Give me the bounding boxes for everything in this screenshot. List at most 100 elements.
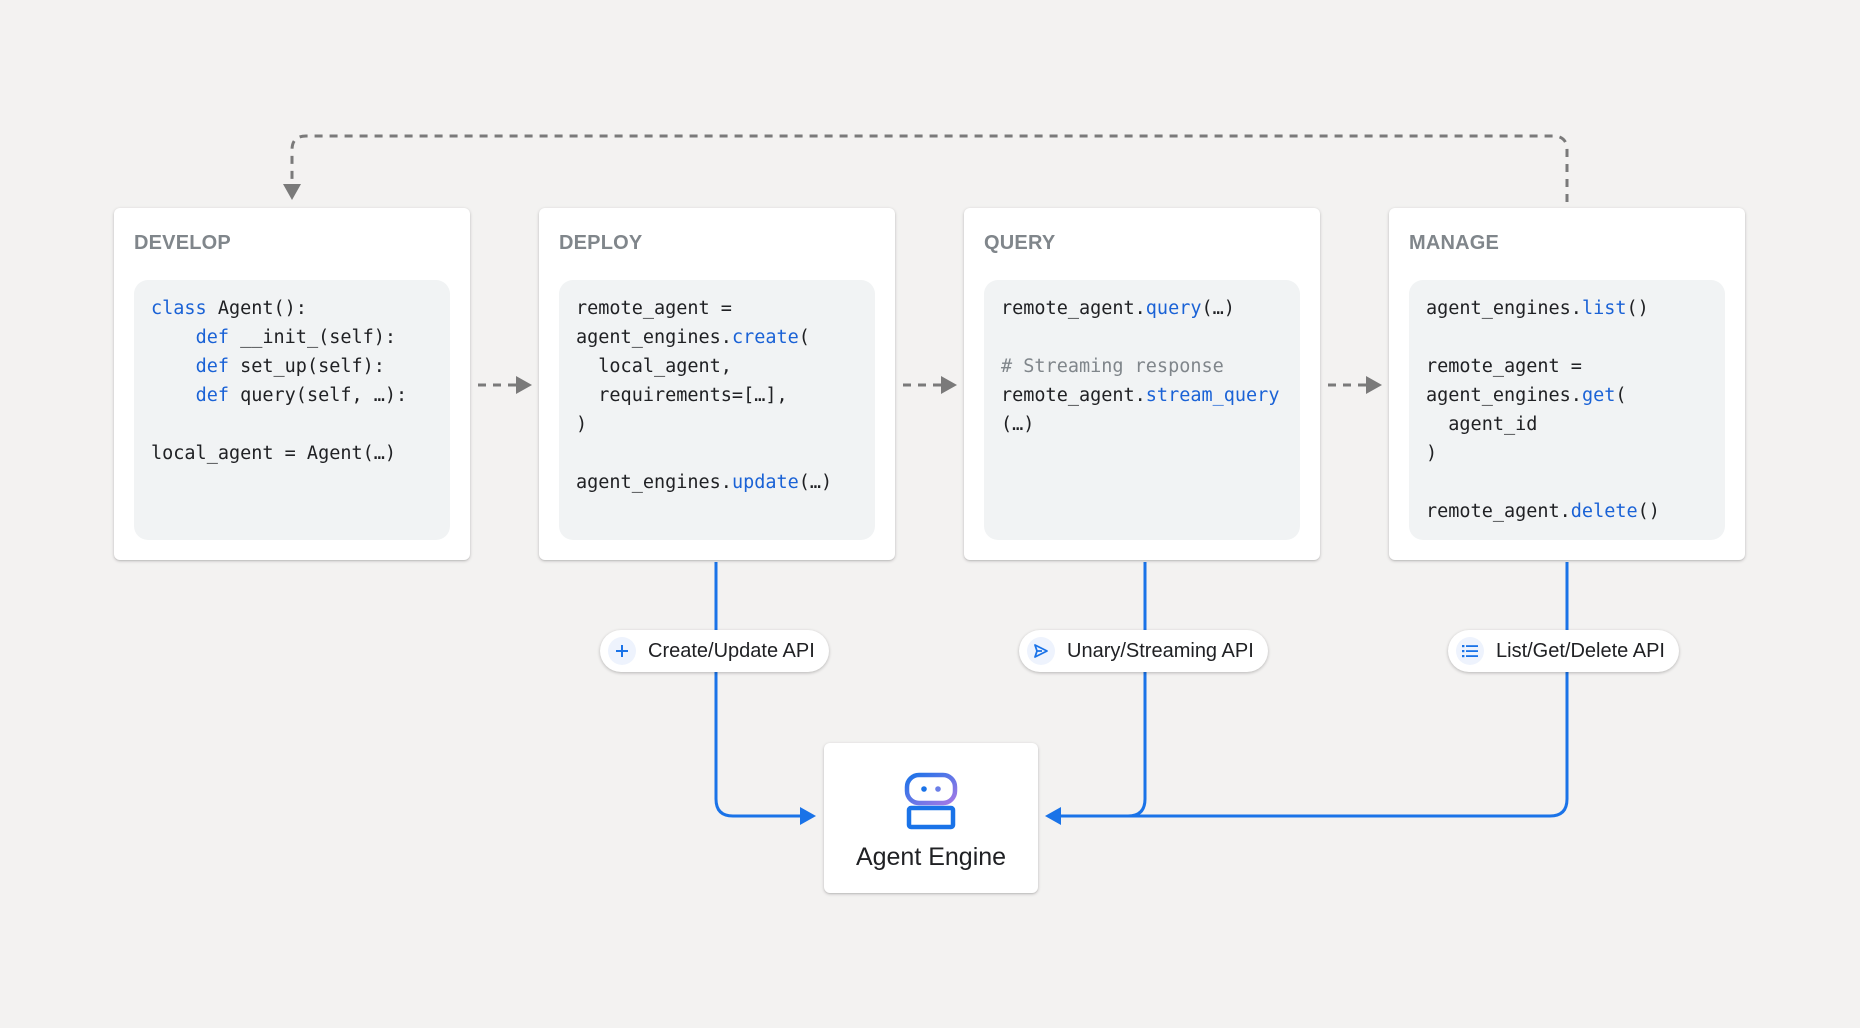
code-line: remote_agent = bbox=[1426, 352, 1725, 381]
code-line bbox=[576, 439, 875, 468]
code-text: (…) bbox=[1001, 414, 1035, 435]
api-pill-list-get-delete: List/Get/Delete API bbox=[1448, 630, 1679, 672]
code-text: local_agent, bbox=[576, 356, 732, 377]
code-line: ) bbox=[1426, 439, 1725, 468]
manage-api-line bbox=[1058, 562, 1569, 818]
code-text: remote_agent. bbox=[1001, 385, 1146, 406]
code-line: ) bbox=[576, 410, 875, 439]
code-text: set_up(self): bbox=[228, 356, 385, 377]
code-text: ( bbox=[1615, 385, 1627, 406]
code-line: agent_engines.get( bbox=[1426, 381, 1725, 410]
code-line: def set_up(self): bbox=[151, 352, 450, 381]
api-pill-create-update: Create/Update API bbox=[600, 630, 829, 672]
stage-title: QUERY bbox=[984, 232, 1056, 254]
code-line bbox=[1001, 323, 1300, 352]
code-line: agent_engines.create( bbox=[576, 323, 875, 352]
code-line: local_agent = Agent(…) bbox=[151, 439, 450, 468]
flow-arrowhead-query-manage bbox=[1366, 376, 1382, 394]
api-pill-label: List/Get/Delete API bbox=[1496, 639, 1665, 662]
code-line: # Streaming response bbox=[1001, 352, 1300, 381]
code-text: agent_id bbox=[1426, 414, 1538, 435]
loop-back-arrowhead bbox=[283, 184, 301, 200]
code-text: (…) bbox=[1201, 298, 1235, 319]
deploy-api-arrowhead bbox=[800, 807, 816, 825]
code-line: def __init_(self): bbox=[151, 323, 450, 352]
code-line: requirements=[…], bbox=[576, 381, 875, 410]
code-line bbox=[1426, 468, 1725, 497]
code-keyword: create bbox=[731, 327, 799, 348]
stage-deploy: DEPLOY remote_agent =agent_engines.creat… bbox=[539, 208, 895, 560]
code-block: remote_agent.query(…) # Streaming respons… bbox=[984, 280, 1300, 540]
code-line: remote_agent.stream_query bbox=[1001, 381, 1300, 410]
stage-title: DEPLOY bbox=[559, 232, 643, 254]
code-keyword: def bbox=[195, 385, 229, 406]
code-text bbox=[151, 385, 196, 406]
deploy-api-line bbox=[714, 562, 802, 818]
flow-arrowhead-deploy-query bbox=[941, 376, 957, 394]
agent-engine-box: Agent Engine bbox=[824, 743, 1038, 893]
code-line: def query(self, …): bbox=[151, 381, 450, 410]
stage-manage: MANAGE agent_engines.list()remote_agent … bbox=[1389, 208, 1745, 560]
code-text bbox=[151, 356, 196, 377]
code-line: class Agent(): bbox=[151, 294, 450, 323]
flow-arrowhead-develop-deploy bbox=[516, 376, 532, 394]
code-text: remote_agent = bbox=[576, 298, 732, 319]
code-line: remote_agent = bbox=[576, 294, 875, 323]
send-icon bbox=[1027, 637, 1055, 665]
code-keyword: def bbox=[195, 356, 229, 377]
code-text: remote_agent. bbox=[1001, 298, 1146, 319]
code-line: remote_agent.query(…) bbox=[1001, 294, 1300, 323]
code-line: (…) bbox=[1001, 410, 1300, 439]
code-text: agent_engines. bbox=[1426, 298, 1582, 319]
code-keyword: list bbox=[1581, 298, 1627, 319]
code-text: remote_agent = bbox=[1426, 356, 1582, 377]
code-keyword: update bbox=[731, 472, 799, 493]
engine-left-arrowhead bbox=[1045, 807, 1061, 825]
code-text: local_agent = Agent(…) bbox=[151, 443, 397, 464]
code-text: ) bbox=[1426, 443, 1438, 464]
code-text: requirements=[…], bbox=[576, 385, 788, 406]
code-keyword: stream_query bbox=[1145, 385, 1280, 406]
query-api-line bbox=[1058, 562, 1147, 818]
code-line: remote_agent.delete() bbox=[1426, 497, 1725, 526]
stage-title: DEVELOP bbox=[134, 232, 231, 254]
code-line: agent_engines.list() bbox=[1426, 294, 1725, 323]
agent-robot-icon bbox=[904, 772, 958, 830]
code-text: agent_engines. bbox=[576, 327, 732, 348]
stage-title: MANAGE bbox=[1409, 232, 1500, 254]
plus-icon bbox=[608, 637, 636, 665]
code-line bbox=[1426, 323, 1725, 352]
list-icon bbox=[1456, 637, 1484, 665]
code-line bbox=[151, 410, 450, 439]
code-block: remote_agent =agent_engines.create( loca… bbox=[559, 280, 875, 540]
code-line: agent_id bbox=[1426, 410, 1725, 439]
code-text: () bbox=[1637, 501, 1660, 522]
code-keyword: def bbox=[195, 327, 229, 348]
code-line: agent_engines.update(…) bbox=[576, 468, 875, 497]
loop-back-arrow bbox=[290, 134, 1569, 202]
code-keyword: class bbox=[151, 298, 207, 319]
code-keyword: get bbox=[1581, 385, 1616, 406]
code-text: __init_(self): bbox=[228, 327, 397, 348]
code-keyword: delete bbox=[1570, 501, 1638, 522]
code-text: ( bbox=[798, 327, 810, 348]
code-text: query(self, …): bbox=[228, 385, 408, 406]
code-text: () bbox=[1626, 298, 1649, 319]
code-block: class Agent(): def __init_(self): def se… bbox=[134, 280, 450, 540]
code-text: ) bbox=[576, 414, 588, 435]
code-text: remote_agent. bbox=[1426, 501, 1571, 522]
agent-engine-label: Agent Engine bbox=[855, 843, 1007, 871]
code-line: local_agent, bbox=[576, 352, 875, 381]
code-text: Agent(): bbox=[206, 298, 307, 319]
code-text: agent_engines. bbox=[576, 472, 732, 493]
code-comment: # Streaming response bbox=[1001, 356, 1224, 377]
api-pill-label: Unary/Streaming API bbox=[1067, 639, 1254, 662]
stage-develop: DEVELOP class Agent(): def __init_(self)… bbox=[114, 208, 470, 560]
stage-query: QUERY remote_agent.query(…) # Streaming r… bbox=[964, 208, 1320, 560]
code-text bbox=[151, 327, 196, 348]
code-text: (…) bbox=[798, 472, 833, 493]
api-pill-unary-streaming: Unary/Streaming API bbox=[1019, 630, 1268, 672]
api-pill-label: Create/Update API bbox=[648, 639, 815, 662]
code-text: agent_engines. bbox=[1426, 385, 1582, 406]
code-block: agent_engines.list()remote_agent =agent_… bbox=[1409, 280, 1725, 540]
